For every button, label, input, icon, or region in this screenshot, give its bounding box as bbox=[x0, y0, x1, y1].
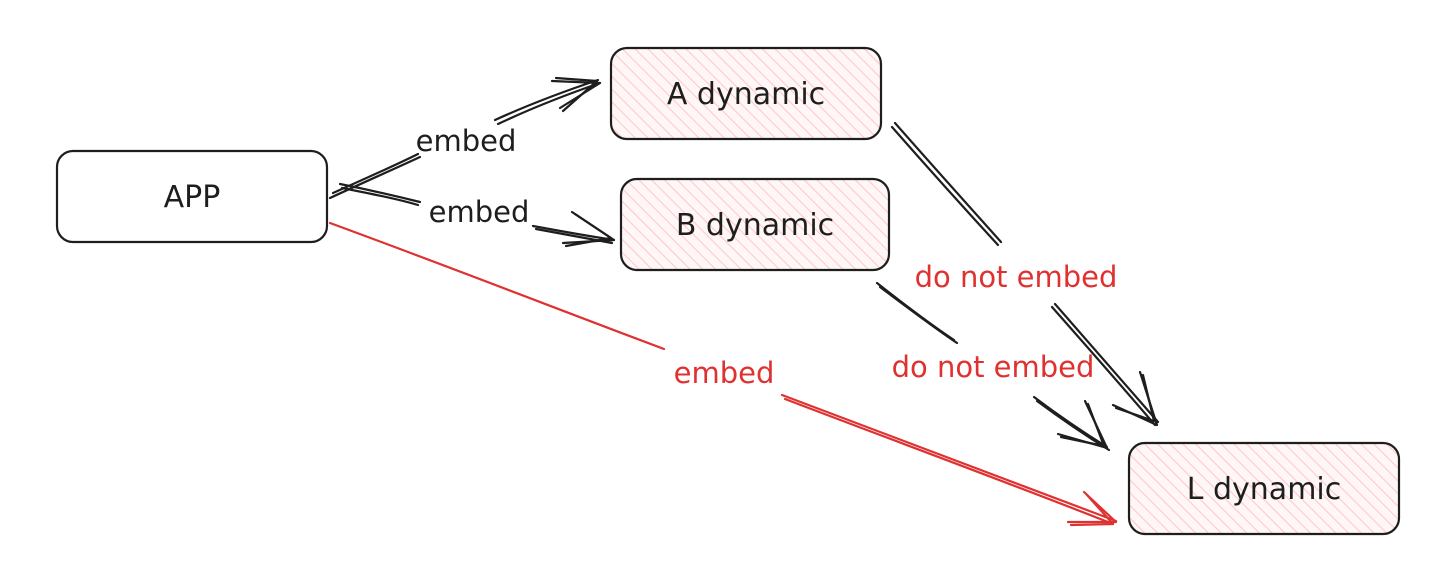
edge-b-to-l bbox=[875, 281, 1111, 452]
node-b-dynamic-label: B dynamic bbox=[676, 208, 834, 243]
node-b-dynamic[interactable]: B dynamic bbox=[619, 177, 891, 272]
node-l-dynamic[interactable]: L dynamic bbox=[1127, 441, 1401, 536]
edge-label-b-to-l: do not embed bbox=[892, 350, 1095, 384]
node-app-label: APP bbox=[164, 180, 221, 215]
edge-label-a-to-l: do not embed bbox=[915, 260, 1118, 294]
node-app[interactable]: APP bbox=[55, 149, 329, 244]
node-a-dynamic[interactable]: A dynamic bbox=[609, 46, 883, 141]
node-l-dynamic-label: L dynamic bbox=[1187, 472, 1342, 507]
edge-a-to-l bbox=[890, 121, 1160, 427]
edge-app-to-b bbox=[338, 182, 616, 248]
edge-label-app-to-l: embed bbox=[674, 356, 775, 390]
edge-label-app-to-b: embed bbox=[429, 195, 530, 229]
edge-label-app-to-a: embed bbox=[416, 124, 517, 158]
node-a-dynamic-label: A dynamic bbox=[667, 77, 825, 112]
edge-app-to-l bbox=[328, 221, 1118, 527]
